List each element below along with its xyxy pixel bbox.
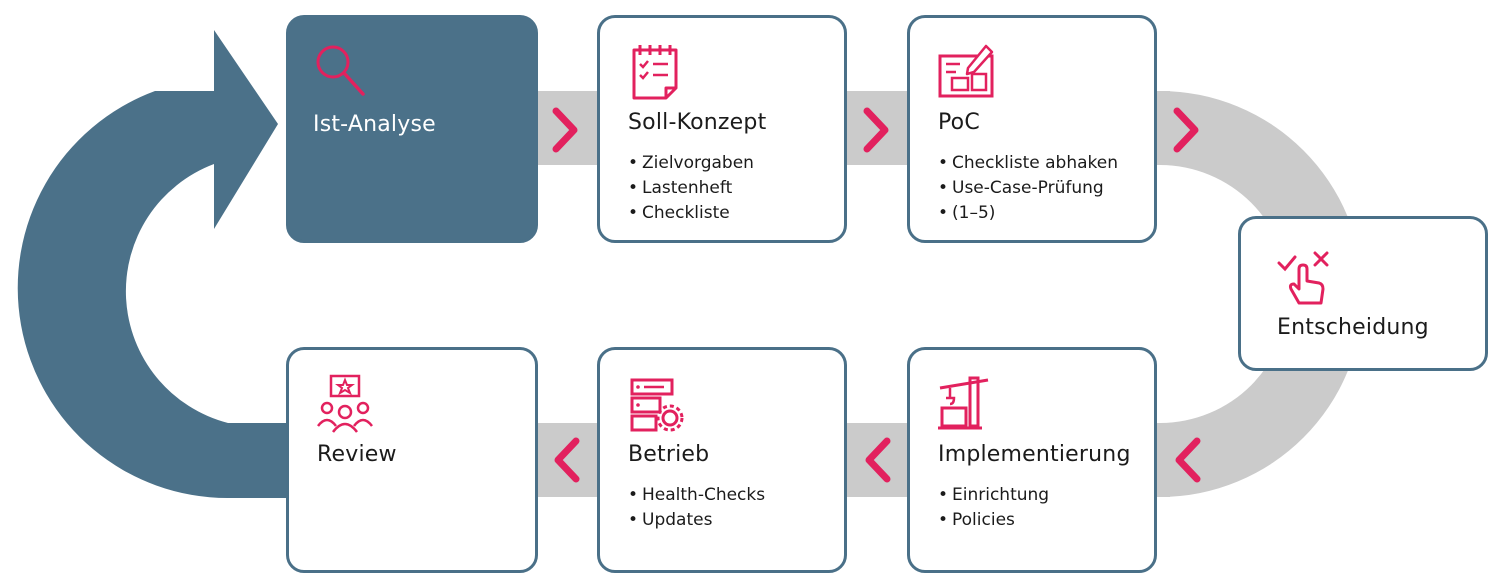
step-entscheidung: Entscheidung <box>1238 216 1488 371</box>
chevron-right-icon <box>1173 107 1199 153</box>
chevron-right-icon <box>863 107 889 153</box>
step-title: PoC <box>938 110 980 135</box>
list-item: Checkliste abhaken <box>938 151 1118 176</box>
step-title: Implementierung <box>938 442 1131 467</box>
list-item: Einrichtung <box>938 483 1049 508</box>
step-items: Health-Checks Updates <box>628 483 765 533</box>
chevron-right-icon <box>552 107 578 153</box>
step-title: Soll-Konzept <box>628 110 767 135</box>
right-track-curve <box>1160 91 1363 497</box>
list-item: Zielvorgaben <box>628 151 754 176</box>
step-title: Betrieb <box>628 442 710 467</box>
step-title: Entscheidung <box>1277 315 1429 340</box>
blueprint-pencil-icon <box>938 44 994 98</box>
list-item: Updates <box>628 508 765 533</box>
chevron-left-icon <box>554 437 580 483</box>
step-review: Review <box>286 347 538 573</box>
checklist-notepad-icon <box>632 45 678 100</box>
hand-check-cross-icon <box>1277 251 1329 305</box>
list-item: (1–5) <box>938 201 1118 226</box>
crane-icon <box>938 376 989 430</box>
list-item: Checkliste <box>628 201 754 226</box>
list-item: Lastenheft <box>628 176 754 201</box>
list-item: Health-Checks <box>628 483 765 508</box>
step-items: Checkliste abhaken Use-Case-Prüfung (1–5… <box>938 151 1118 226</box>
step-poc: PoC Checkliste abhaken Use-Case-Prüfung … <box>907 15 1157 243</box>
list-item: Policies <box>938 508 1049 533</box>
step-ist-analyse: Ist-Analyse <box>286 15 538 243</box>
team-star-icon <box>317 374 373 433</box>
step-soll-konzept: Soll-Konzept Zielvorgaben Lastenheft Che… <box>597 15 847 243</box>
return-arrow <box>17 30 291 499</box>
server-gear-icon <box>630 378 684 432</box>
step-items: Einrichtung Policies <box>938 483 1049 533</box>
step-title: Ist-Analyse <box>313 112 436 137</box>
step-title: Review <box>317 442 397 467</box>
chevron-left-icon <box>1175 437 1201 483</box>
list-item: Use-Case-Prüfung <box>938 176 1118 201</box>
step-items: Zielvorgaben Lastenheft Checkliste <box>628 151 754 226</box>
step-implementierung: Implementierung Einrichtung Policies <box>907 347 1157 573</box>
step-betrieb: Betrieb Health-Checks Updates <box>597 347 847 573</box>
magnifier-icon <box>316 45 365 96</box>
chevron-left-icon <box>865 437 891 483</box>
